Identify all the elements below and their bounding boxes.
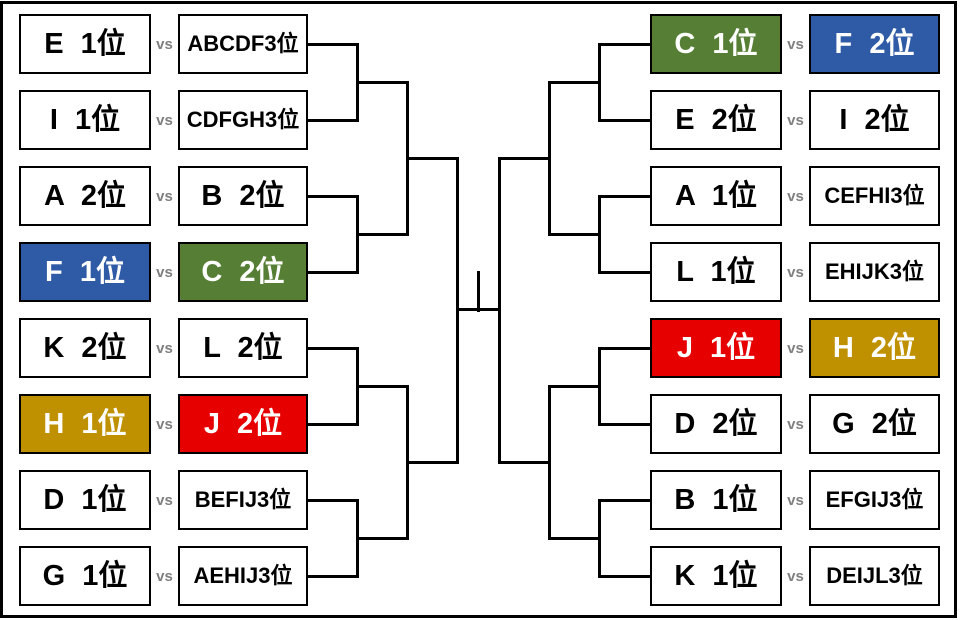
bracket-line — [598, 270, 650, 274]
bracket-line — [308, 574, 359, 578]
vs-label: vs — [156, 491, 173, 509]
match-row: A 1位 vs CEFHI3位 — [650, 166, 940, 226]
bracket-line — [598, 194, 650, 198]
vs-label: vs — [787, 111, 804, 129]
bracket-line — [406, 460, 459, 464]
team-box: AEHIJ3位 — [178, 546, 308, 606]
vs-label: vs — [787, 415, 804, 433]
team-box: L 2位 — [178, 318, 308, 378]
bracket-line — [308, 118, 359, 122]
team-box: H 1位 — [19, 394, 151, 454]
vs-label: vs — [156, 187, 173, 205]
team-box: DEIJL3位 — [809, 546, 940, 606]
team-box: EHIJK3位 — [809, 242, 940, 302]
bracket-line — [598, 346, 650, 350]
bracket-line — [308, 422, 359, 426]
team-box: F 1位 — [19, 242, 151, 302]
team-box: C 2位 — [178, 242, 308, 302]
team-box: E 1位 — [19, 14, 151, 74]
match-row: L 1位 vs EHIJK3位 — [650, 242, 940, 302]
match-row: E 1位 vs ABCDF3位 — [19, 14, 308, 74]
team-box: G 2位 — [809, 394, 940, 454]
bracket-line — [356, 536, 409, 540]
bracket-line — [356, 232, 409, 236]
match-row: C 1位 vs F 2位 — [650, 14, 940, 74]
champion-line — [477, 270, 480, 312]
team-box: D 2位 — [650, 394, 782, 454]
team-box: I 2位 — [809, 90, 940, 150]
match-row: B 1位 vs EFGIJ3位 — [650, 470, 940, 530]
match-row: F 1位 vs C 2位 — [19, 242, 308, 302]
vs-label: vs — [156, 415, 173, 433]
match-row: G 1位 vs AEHIJ3位 — [19, 546, 308, 606]
vs-label: vs — [787, 567, 804, 585]
match-row: J 1位 vs H 2位 — [650, 318, 940, 378]
vs-label: vs — [787, 263, 804, 281]
team-box: BEFIJ3位 — [178, 470, 308, 530]
match-row: K 1位 vs DEIJL3位 — [650, 546, 940, 606]
team-box: J 2位 — [178, 394, 308, 454]
vs-label: vs — [156, 567, 173, 585]
vs-label: vs — [156, 111, 173, 129]
bracket-line — [598, 118, 650, 122]
team-box: I 1位 — [19, 90, 151, 150]
team-box: K 1位 — [650, 546, 782, 606]
bracket-line — [598, 42, 650, 46]
team-box: E 2位 — [650, 90, 782, 150]
vs-label: vs — [787, 35, 804, 53]
bracket-line — [308, 42, 359, 46]
bracket-line — [598, 498, 650, 502]
bracket-line — [598, 574, 650, 578]
team-box: L 1位 — [650, 242, 782, 302]
team-box: ABCDF3位 — [178, 14, 308, 74]
team-box: H 2位 — [809, 318, 940, 378]
team-box: A 1位 — [650, 166, 782, 226]
bracket-line — [548, 80, 601, 84]
match-row: K 2位 vs L 2位 — [19, 318, 308, 378]
match-row: H 1位 vs J 2位 — [19, 394, 308, 454]
team-box: J 1位 — [650, 318, 782, 378]
vs-label: vs — [787, 491, 804, 509]
team-box: A 2位 — [19, 166, 151, 226]
team-box: B 2位 — [178, 166, 308, 226]
bracket-line — [406, 156, 459, 160]
bracket-line — [308, 270, 359, 274]
left-bracket-column: E 1位 vs ABCDF3位 I 1位 vs CDFGH3位 A 2位 vs … — [19, 14, 308, 606]
team-box: K 2位 — [19, 318, 151, 378]
bracket-line — [498, 156, 551, 160]
match-row: D 2位 vs G 2位 — [650, 394, 940, 454]
bracket-line — [356, 80, 409, 84]
bracket-line — [598, 422, 650, 426]
team-box: B 1位 — [650, 470, 782, 530]
match-row: E 2位 vs I 2位 — [650, 90, 940, 150]
team-box: D 1位 — [19, 470, 151, 530]
bracket-line — [498, 460, 551, 464]
vs-label: vs — [156, 35, 173, 53]
bracket-line — [308, 194, 359, 198]
bracket-line — [308, 346, 359, 350]
team-box: EFGIJ3位 — [809, 470, 940, 530]
team-box: C 1位 — [650, 14, 782, 74]
vs-label: vs — [156, 339, 173, 357]
right-bracket-column: C 1位 vs F 2位 E 2位 vs I 2位 A 1位 vs CEFHI3… — [650, 14, 940, 606]
team-box: CEFHI3位 — [809, 166, 940, 226]
bracket-line — [548, 536, 601, 540]
match-row: D 1位 vs BEFIJ3位 — [19, 470, 308, 530]
bracket-line — [356, 384, 409, 388]
bracket-line — [548, 384, 601, 388]
vs-label: vs — [787, 339, 804, 357]
vs-label: vs — [787, 187, 804, 205]
bracket-line — [548, 232, 601, 236]
match-row: I 1位 vs CDFGH3位 — [19, 90, 308, 150]
vs-label: vs — [156, 263, 173, 281]
team-box: F 2位 — [809, 14, 940, 74]
match-row: A 2位 vs B 2位 — [19, 166, 308, 226]
team-box: CDFGH3位 — [178, 90, 308, 150]
team-box: G 1位 — [19, 546, 151, 606]
bracket-line — [308, 498, 359, 502]
